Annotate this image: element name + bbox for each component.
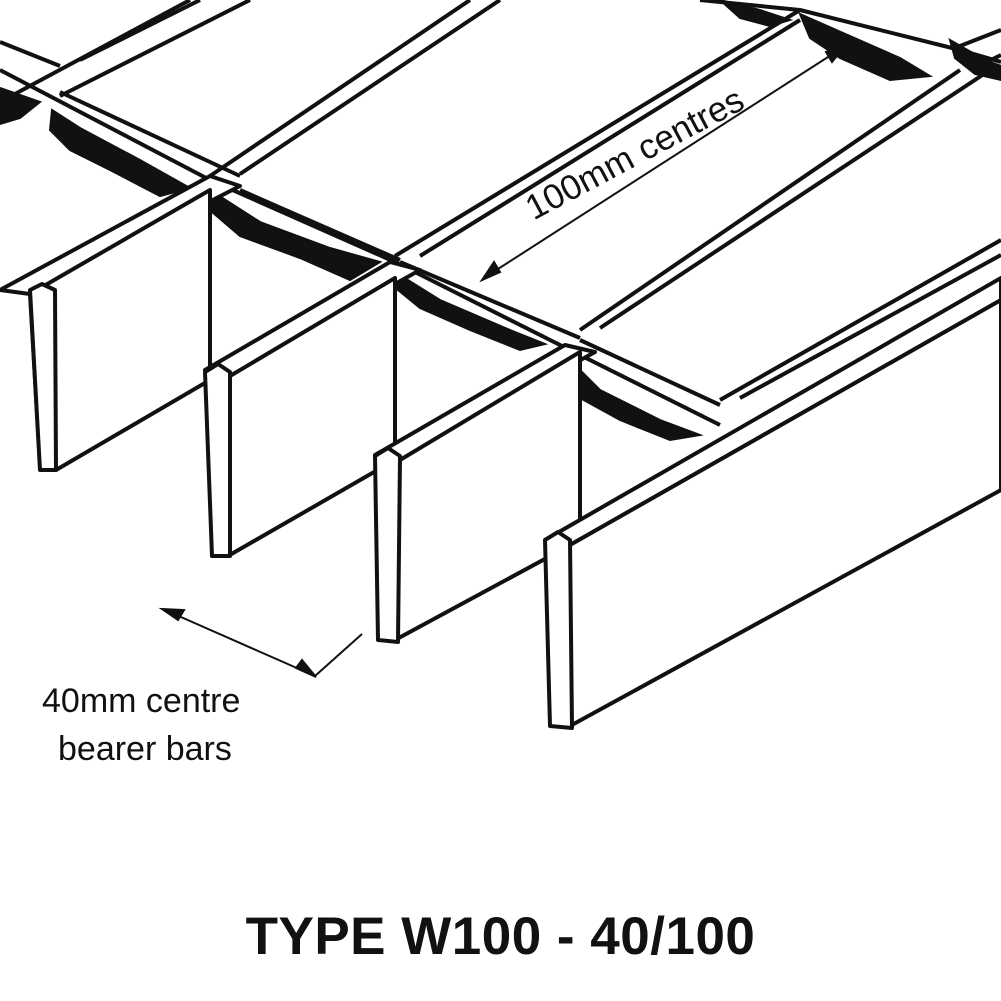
bearer-bar-3 xyxy=(373,343,597,644)
bearer-bar-4 xyxy=(543,276,1001,730)
bearer-spacing-label: 40mm centre bearer bars xyxy=(42,677,240,773)
bearer-bar-2 xyxy=(203,260,422,558)
crossbar-spacing-dimension xyxy=(479,44,848,283)
bearer-bar-1 xyxy=(0,174,242,472)
bearer-spacing-dimension xyxy=(158,607,363,678)
bearer-label-line-1: 40mm centre xyxy=(42,682,241,720)
diagram-title: TYPE W100 - 40/100 xyxy=(245,907,756,966)
bearer-label-line-2: bearer bars xyxy=(58,730,232,768)
